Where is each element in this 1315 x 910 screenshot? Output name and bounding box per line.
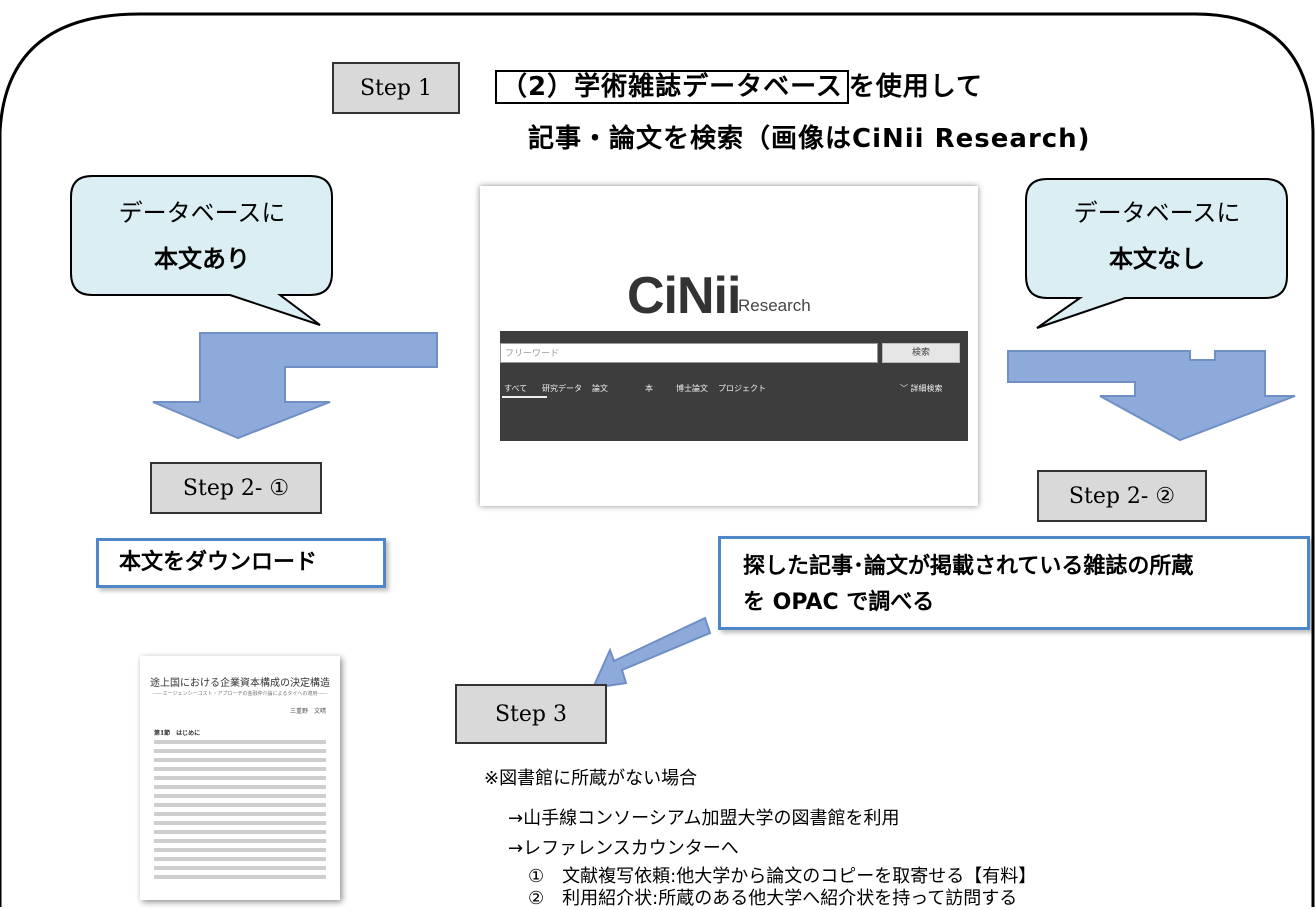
opac-search-line2: を OPAC で調べる [743, 590, 935, 615]
cinii-tab-dissertations[interactable]: 博士論文 [676, 384, 708, 393]
title-line-1: （2）学術雑誌データベースを使用して [495, 66, 984, 104]
step1-label: Step 1 [332, 62, 460, 114]
title-line-2: 記事・論文を検索（画像はCiNii Research) [528, 124, 1091, 154]
cinii-tab-all[interactable]: すべて [504, 384, 528, 393]
paper-title: 途上国における企業資本構成の決定構造 [150, 678, 330, 689]
opac-search-line1: 探した記事･論文が掲載されている雑誌の所蔵 [743, 554, 1194, 579]
cinii-screenshot: CiNii Research フリーワード 検索 すべて 研究データ 論文 本 … [480, 186, 978, 506]
step3-label: Step 3 [455, 684, 607, 744]
bubble-left-text: データベースに 本文あり [72, 190, 332, 282]
cinii-search-button[interactable]: 検索 [882, 343, 960, 363]
bubble-right-line2: 本文なし [1109, 245, 1205, 273]
cinii-tab-research-data[interactable]: 研究データ [542, 384, 582, 393]
notes-heading: ※図書館に所蔵がない場合 [484, 768, 698, 789]
paper-heading: 第1節 はじめに [154, 730, 201, 737]
title-rest-text: を使用して [848, 72, 984, 102]
bubble-left-line1: データベースに [118, 199, 286, 227]
bubble-right-text: データベースに 本文なし [1027, 190, 1287, 282]
paper-subtitle: ――エージェンシーコスト・アプローチの金融仲介論によるタイへの適用―― [152, 691, 328, 697]
bubble-left [70, 175, 333, 326]
cinii-tab-underline [502, 396, 547, 398]
cinii-advanced-search[interactable]: ﹀ 詳細検索 [900, 384, 943, 393]
title-boxed-text: （2）学術雑誌データベース [495, 70, 849, 104]
cinii-search-input[interactable]: フリーワード [500, 343, 878, 363]
paper-body-lines [154, 740, 326, 884]
arrow-to-step3 [591, 616, 712, 690]
download-box: 本文をダウンロード [96, 538, 386, 588]
bubble-right [1025, 178, 1288, 329]
cinii-tab-articles[interactable]: 論文 [592, 384, 608, 393]
cinii-tab-projects[interactable]: プロジェクト [718, 384, 766, 393]
bubble-right-line1: データベースに [1073, 199, 1241, 227]
step2-1-label: Step 2‐ ① [150, 462, 322, 514]
cinii-search-bar: フリーワード 検索 すべて 研究データ 論文 本 博士論文 プロジェクト ﹀ 詳… [500, 331, 968, 441]
notes-item2: →レファレンスカウンターへ [508, 838, 739, 859]
arrow-left-down [152, 332, 438, 440]
cinii-logo-sub: Research [738, 296, 811, 315]
notes-sub2: ② 利用紹介状:所蔵のある他大学へ紹介状を持って訪問する [528, 888, 1018, 909]
arrow-right-down [1007, 350, 1296, 442]
outer-frame [0, 12, 1315, 907]
paper-thumbnail: 途上国における企業資本構成の決定構造 ――エージェンシーコスト・アプローチの金融… [140, 656, 340, 900]
bubble-left-line2: 本文あり [154, 245, 250, 273]
notes-sub1: ① 文献複写依頼:他大学から論文のコピーを取寄せる【有料】 [528, 866, 1037, 887]
cinii-logo: CiNii [627, 267, 741, 325]
step2-2-label: Step 2‐ ② [1037, 470, 1207, 522]
cinii-tab-books[interactable]: 本 [645, 384, 653, 393]
notes-item1: →山手線コンソーシアム加盟大学の図書館を利用 [508, 808, 900, 829]
opac-search-box: 探した記事･論文が掲載されている雑誌の所蔵 を OPAC で調べる [718, 536, 1310, 630]
paper-author: 三重野 文晴 [289, 708, 326, 715]
